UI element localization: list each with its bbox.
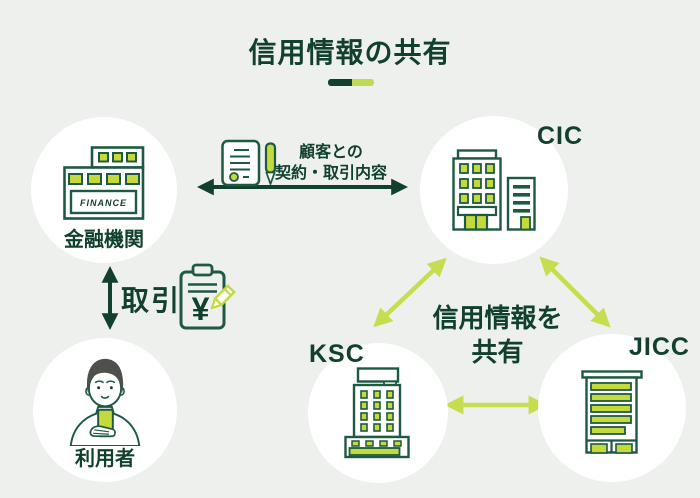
node-ksc bbox=[308, 343, 448, 483]
sharing-line2: 共有 bbox=[471, 337, 524, 367]
page-title: 信用情報の共有 bbox=[248, 37, 452, 68]
node-label-cic: CIC bbox=[537, 122, 584, 150]
accent-yellow-segment bbox=[352, 79, 374, 86]
contract-document-icon bbox=[221, 139, 277, 187]
contract-line1: 顧客との bbox=[299, 144, 363, 161]
sharing-annotation: 信用情報を 共有 bbox=[400, 301, 595, 369]
finance-sign: FINANCE bbox=[80, 198, 127, 208]
node-label-jicc: JICC bbox=[629, 333, 690, 361]
user-icon bbox=[69, 358, 141, 446]
node-label-user: 利用者 bbox=[75, 448, 135, 470]
ksc-building-icon bbox=[344, 367, 410, 459]
contract-annotation: 顧客との 契約・取引内容 bbox=[270, 142, 392, 184]
node-financial-institution: FINANCE 金融機関 bbox=[31, 117, 177, 263]
pencil-icon bbox=[210, 284, 236, 310]
node-cic bbox=[420, 116, 568, 264]
contract-line2: 契約・取引内容 bbox=[274, 165, 387, 182]
transaction-label: 取引 bbox=[121, 285, 182, 316]
node-jicc bbox=[538, 334, 686, 482]
node-label-ksc: KSC bbox=[309, 340, 365, 368]
yen-symbol: ¥ bbox=[192, 291, 210, 327]
accent-dark-segment bbox=[328, 79, 352, 86]
clipboard-icon: ¥ bbox=[179, 263, 236, 330]
node-label-financial-institution: 金融機関 bbox=[64, 229, 144, 251]
pen-icon bbox=[264, 142, 277, 185]
node-user: 利用者 bbox=[33, 338, 177, 482]
cic-building-icon bbox=[452, 149, 536, 231]
title-accent-bar bbox=[328, 79, 374, 86]
jicc-building-icon bbox=[581, 370, 643, 454]
sharing-line1: 信用情報を bbox=[432, 303, 563, 333]
bank-icon: FINANCE bbox=[63, 146, 145, 220]
